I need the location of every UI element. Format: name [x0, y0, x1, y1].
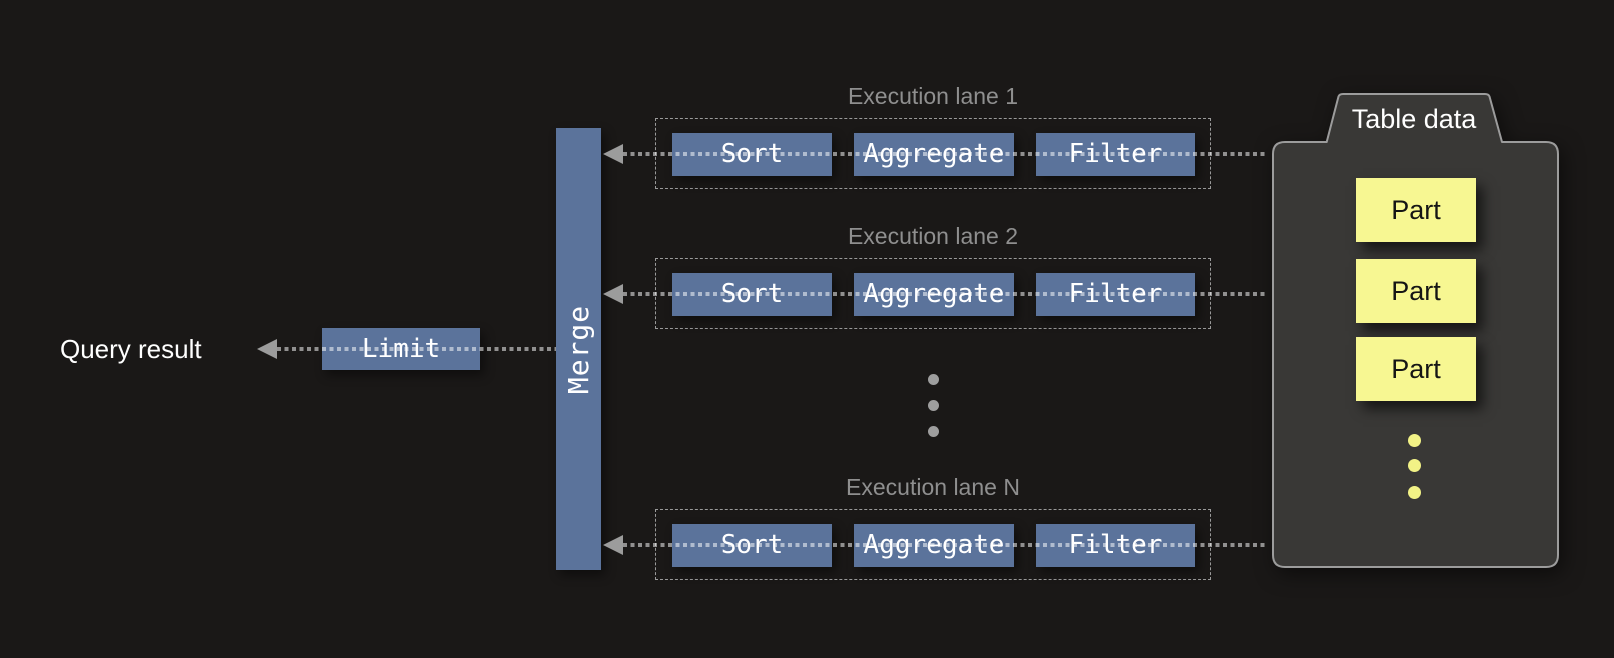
folder-outline: [1272, 93, 1559, 568]
flow-line-lane: [623, 543, 1268, 547]
table-data-panel: [1272, 93, 1559, 568]
part-box: Part: [1356, 259, 1476, 323]
arrowhead-icon: [603, 535, 623, 555]
execution-lane-2: Execution lane 2 Sort Aggregate Filter: [0, 218, 1614, 333]
more-parts-ellipsis-dot: [1408, 459, 1421, 472]
query-result-label: Query result: [60, 334, 202, 364]
arrowhead-icon: [603, 144, 623, 164]
table-data-title: Table data: [1351, 104, 1477, 134]
lane-title: Execution lane 2: [847, 223, 1019, 249]
more-parts-ellipsis-dot: [1408, 486, 1421, 499]
flow-line-lane: [623, 292, 1268, 296]
arrowhead-icon: [257, 339, 277, 359]
part-box: Part: [1356, 337, 1476, 401]
execution-lane-n: Execution lane N Sort Aggregate Filter: [0, 469, 1614, 584]
arrowhead-icon: [603, 284, 623, 304]
more-lanes-ellipsis-dot: [928, 374, 939, 385]
flow-line-merge-to-result: [277, 347, 556, 351]
more-parts-ellipsis-dot: [1408, 434, 1421, 447]
flow-line-lane: [623, 152, 1268, 156]
more-lanes-ellipsis-dot: [928, 426, 939, 437]
lane-title: Execution lane N: [846, 474, 1020, 500]
lane-title: Execution lane 1: [847, 83, 1019, 109]
merge-operator-bar: Merge: [556, 128, 601, 570]
more-lanes-ellipsis-dot: [928, 400, 939, 411]
execution-lane-1: Execution lane 1 Sort Aggregate Filter: [0, 78, 1614, 193]
part-box: Part: [1356, 178, 1476, 242]
